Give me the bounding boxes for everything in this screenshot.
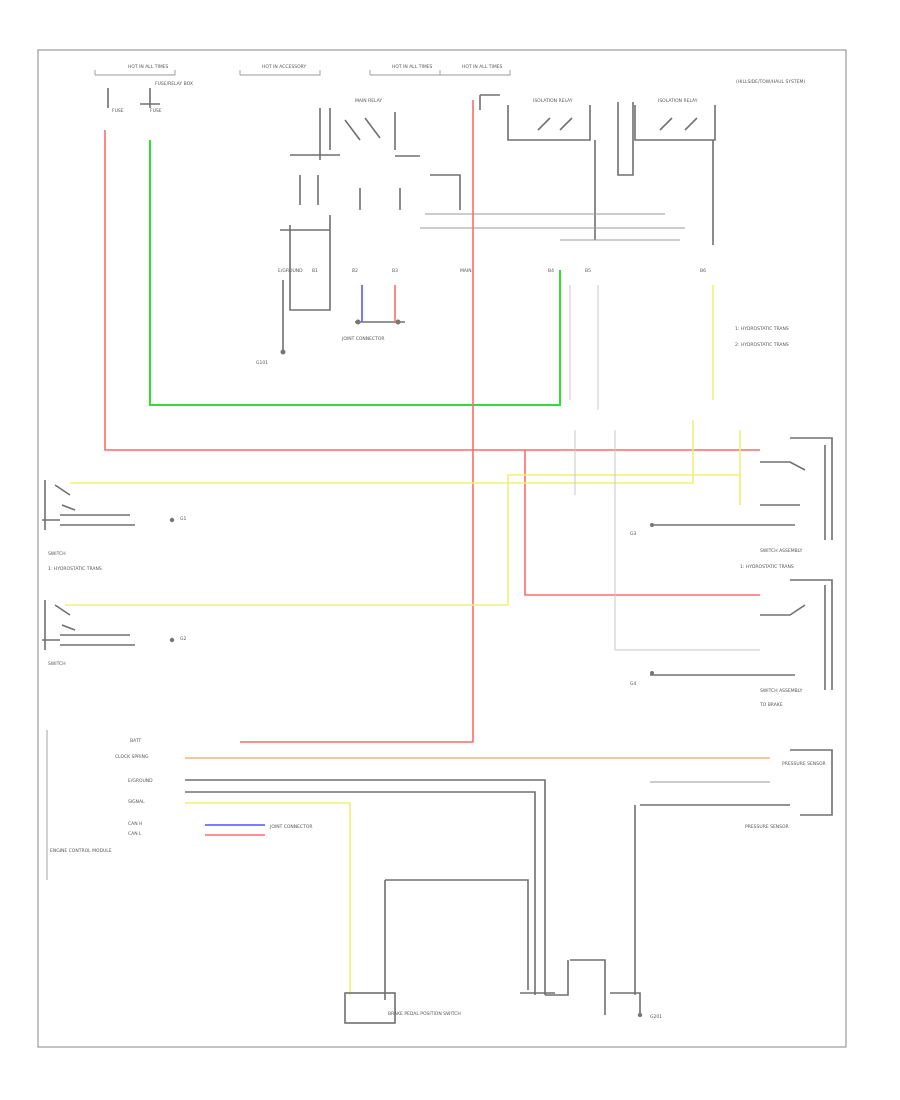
svg-text:FUSE: FUSE bbox=[150, 108, 162, 114]
ecu-label: ENGINE CONTROL MODULE bbox=[50, 848, 112, 854]
svg-text:CLOCK SPRING: CLOCK SPRING bbox=[115, 754, 149, 760]
left-switch-2-label: SWITCH bbox=[48, 661, 66, 667]
wire-grey-1 bbox=[569, 285, 599, 410]
wire-red-left bbox=[104, 130, 760, 451]
ground-symbols: G101 JOINT CONNECTOR bbox=[256, 280, 405, 366]
pressure-sensor: PRESSURE SENSOR PRESSURE SENSOR bbox=[634, 749, 833, 995]
right-switch-2-label: SWITCH ASSEMBLY bbox=[760, 688, 803, 694]
colored-wires bbox=[65, 100, 770, 995]
relay-a-label: ISOLATION RELAY bbox=[533, 98, 573, 104]
legend-2: 2: HYDROSTATIC TRANS bbox=[735, 342, 789, 348]
fuse-label-1: HOT IN ALL TIMES bbox=[128, 64, 169, 70]
ground-left-label: G101 bbox=[256, 360, 268, 366]
svg-text:G3: G3 bbox=[630, 531, 636, 537]
svg-text:1: HYDROSTATIC TRANS: 1: HYDROSTATIC TRANS bbox=[48, 566, 102, 572]
svg-text:B3: B3 bbox=[392, 268, 398, 274]
wire-grey-2 bbox=[574, 430, 760, 651]
left-switch-1-label: SWITCH bbox=[48, 551, 66, 557]
wire-green bbox=[149, 140, 561, 406]
isolation-relays: ISOLATION RELAY ISOLATION RELAY bbox=[420, 94, 716, 245]
svg-text:B6: B6 bbox=[700, 268, 706, 274]
bottom-ground-label: G201 bbox=[650, 1014, 662, 1020]
fuse-labels: HOT IN ALL TIMES HOT IN ACCESSORY HOT IN… bbox=[94, 64, 805, 87]
svg-text:B4: B4 bbox=[548, 268, 554, 274]
fuses: FUSE FUSE bbox=[107, 88, 162, 114]
connector-row: E/GROUND B1 B2 B3 MAIN B4 B5 B6 bbox=[278, 268, 706, 274]
svg-text:FUSE: FUSE bbox=[112, 108, 124, 114]
main-relay-label: MAIN RELAY bbox=[355, 98, 382, 104]
legend-1: 1: HYDROSTATIC TRANS bbox=[735, 326, 789, 332]
svg-text:B2: B2 bbox=[352, 268, 358, 274]
svg-text:SIGNAL: SIGNAL bbox=[128, 799, 145, 805]
svg-text:1: HYDROSTATIC TRANS: 1: HYDROSTATIC TRANS bbox=[740, 564, 794, 570]
legend: 1: HYDROSTATIC TRANS 2: HYDROSTATIC TRAN… bbox=[735, 326, 789, 348]
left-switches: G1 SWITCH 1: HYDROSTATIC TRANS G2 SWITCH bbox=[42, 480, 186, 667]
svg-text:CAN H: CAN H bbox=[128, 821, 142, 827]
wire-red-loop bbox=[524, 450, 760, 596]
svg-text:G2: G2 bbox=[180, 636, 186, 642]
joint-connector-label: JOINT CONNECTOR bbox=[341, 336, 385, 342]
right-switch-1-label: SWITCH ASSEMBLY bbox=[760, 548, 803, 554]
main-relay: MAIN RELAY bbox=[280, 98, 461, 311]
svg-text:G4: G4 bbox=[630, 681, 636, 687]
wire-yellow-2 bbox=[65, 474, 741, 606]
svg-text:MAIN: MAIN bbox=[460, 268, 472, 274]
wire-red-main bbox=[240, 100, 474, 743]
svg-text:CAN L: CAN L bbox=[128, 831, 142, 837]
wire-yellow-4 bbox=[185, 802, 351, 995]
right-switch-assemblies: G3 SWITCH ASSEMBLY 1: HYDROSTATIC TRANS … bbox=[630, 437, 833, 708]
relay-b-label: ISOLATION RELAY bbox=[658, 98, 698, 104]
bottom-components: BRAKE PEDAL POSITION SWITCH G201 bbox=[344, 879, 662, 1024]
svg-text:PRESSURE SENSOR: PRESSURE SENSOR bbox=[745, 824, 789, 830]
svg-text:B1: B1 bbox=[312, 268, 318, 274]
svg-text:B5: B5 bbox=[585, 268, 591, 274]
fuse-label-3: HOT IN ALL TIMES bbox=[392, 64, 433, 70]
fuse-label-2: HOT IN ACCESSORY bbox=[262, 64, 306, 70]
svg-text:JOINT CONNECTOR: JOINT CONNECTOR bbox=[269, 824, 313, 830]
svg-text:E/GROUND: E/GROUND bbox=[278, 268, 303, 274]
diagram-frame bbox=[37, 49, 847, 1048]
engine-control-module: BATT CLOCK SPRING E/GROUND SIGNAL CAN H … bbox=[46, 730, 546, 995]
wire-yellow-1 bbox=[70, 420, 694, 484]
pressure-sensor-label: PRESSURE SENSOR bbox=[782, 761, 826, 767]
bottom-component-label: BRAKE PEDAL POSITION SWITCH bbox=[388, 1011, 461, 1017]
top-right-note: (HILLSIDE/TOW/HAUL SYSTEM) bbox=[736, 79, 805, 85]
svg-text:BATT: BATT bbox=[130, 738, 141, 744]
fuse-label-4: HOT IN ALL TIMES bbox=[462, 64, 503, 70]
fuse-box-label: FUSE/RELAY BOX bbox=[155, 81, 193, 87]
svg-text:TO BRAKE: TO BRAKE bbox=[759, 702, 783, 708]
svg-text:G1: G1 bbox=[180, 516, 186, 522]
svg-text:E/GROUND: E/GROUND bbox=[128, 778, 153, 784]
wire-yellow-3 bbox=[712, 285, 741, 505]
